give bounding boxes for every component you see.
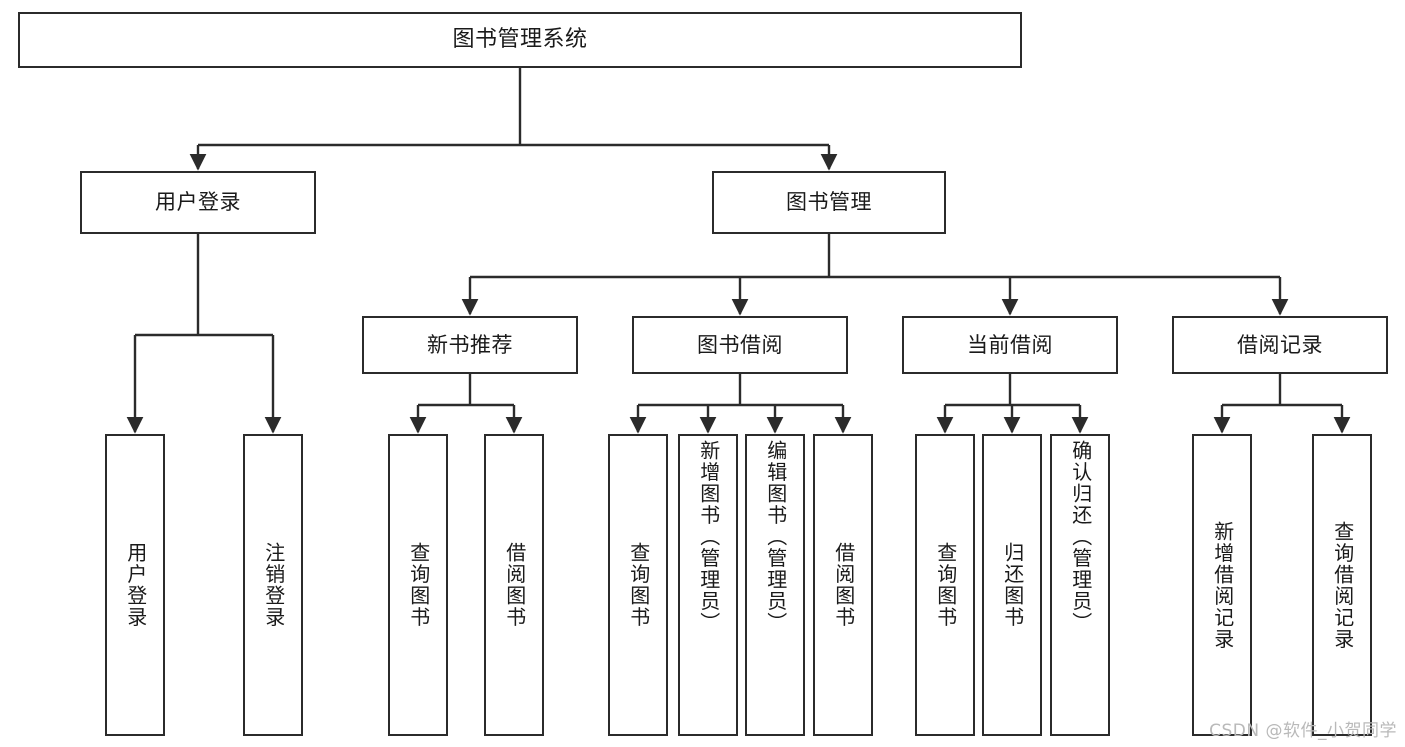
node-label: 查询图书 — [626, 542, 651, 628]
leaf-query-books-current[interactable]: 查询图书 — [915, 434, 975, 736]
leaf-confirm-return-admin[interactable]: 确认归还（管理员） — [1050, 434, 1110, 736]
node-label: 编辑图书（管理员） — [763, 440, 788, 634]
node-label: 借阅图书 — [502, 542, 527, 628]
node-book-borrowing[interactable]: 图书借阅 — [632, 316, 848, 374]
node-label: 新增借阅记录 — [1210, 520, 1235, 650]
node-label: 借阅记录 — [1237, 332, 1323, 357]
node-label: 当前借阅 — [967, 332, 1053, 357]
leaf-borrow-books-recommend[interactable]: 借阅图书 — [484, 434, 544, 736]
node-label: 借阅图书 — [831, 542, 856, 628]
node-label: 查询借阅记录 — [1330, 520, 1355, 650]
node-label: 图书借阅 — [697, 332, 783, 357]
leaf-return-books[interactable]: 归还图书 — [982, 434, 1042, 736]
leaf-user-login[interactable]: 用户登录 — [105, 434, 165, 736]
node-label: 新书推荐 — [427, 332, 513, 357]
node-book-management-system[interactable]: 图书管理系统 — [18, 12, 1022, 68]
leaf-add-borrow-record[interactable]: 新增借阅记录 — [1192, 434, 1252, 736]
node-user-login[interactable]: 用户登录 — [80, 171, 316, 234]
node-label: 图书管理系统 — [452, 27, 588, 53]
node-borrow-records[interactable]: 借阅记录 — [1172, 316, 1388, 374]
leaf-edit-book-admin[interactable]: 编辑图书（管理员） — [745, 434, 805, 736]
node-book-management[interactable]: 图书管理 — [712, 171, 946, 234]
node-current-borrowing[interactable]: 当前借阅 — [902, 316, 1118, 374]
leaf-query-books-recommend[interactable]: 查询图书 — [388, 434, 448, 736]
node-label: 查询图书 — [406, 542, 431, 628]
leaf-logout[interactable]: 注销登录 — [243, 434, 303, 736]
node-label: 确认归还（管理员） — [1068, 440, 1093, 634]
node-label: 用户登录 — [123, 542, 148, 628]
node-label: 新增图书（管理员） — [696, 440, 721, 634]
node-label: 图书管理 — [786, 190, 872, 215]
leaf-query-books-borrow[interactable]: 查询图书 — [608, 434, 668, 736]
leaf-borrow-books[interactable]: 借阅图书 — [813, 434, 873, 736]
leaf-query-borrow-record[interactable]: 查询借阅记录 — [1312, 434, 1372, 736]
node-label: 归还图书 — [1000, 542, 1025, 628]
node-label: 查询图书 — [933, 542, 958, 628]
node-label: 用户登录 — [155, 190, 241, 215]
node-label: 注销登录 — [261, 542, 286, 628]
leaf-add-book-admin[interactable]: 新增图书（管理员） — [678, 434, 738, 736]
node-new-book-recommendation[interactable]: 新书推荐 — [362, 316, 578, 374]
